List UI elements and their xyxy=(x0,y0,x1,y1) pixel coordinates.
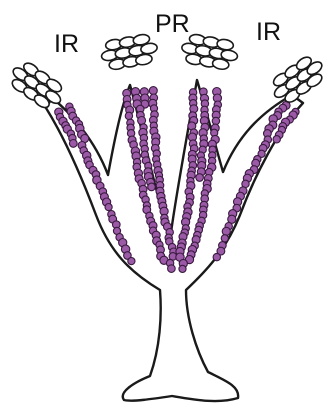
granule-cell xyxy=(125,112,132,119)
granule-cell xyxy=(221,235,228,242)
label-ir-right: IR xyxy=(256,18,281,46)
granule-cell xyxy=(179,265,186,272)
granule-cell xyxy=(168,265,176,273)
granule-cell xyxy=(196,174,204,182)
granule-cell xyxy=(148,183,156,191)
label-ir-left: IR xyxy=(54,30,79,58)
granule-cell xyxy=(69,140,77,148)
granule-cell xyxy=(222,227,230,235)
granule-cell xyxy=(149,87,157,95)
granule-cell xyxy=(212,117,219,124)
granule-cell xyxy=(138,117,146,125)
granule-cell xyxy=(105,204,112,211)
label-pr: PR xyxy=(155,10,190,38)
granule-cell xyxy=(273,136,280,143)
granule-cell xyxy=(213,253,220,260)
granule-cell xyxy=(128,258,135,265)
